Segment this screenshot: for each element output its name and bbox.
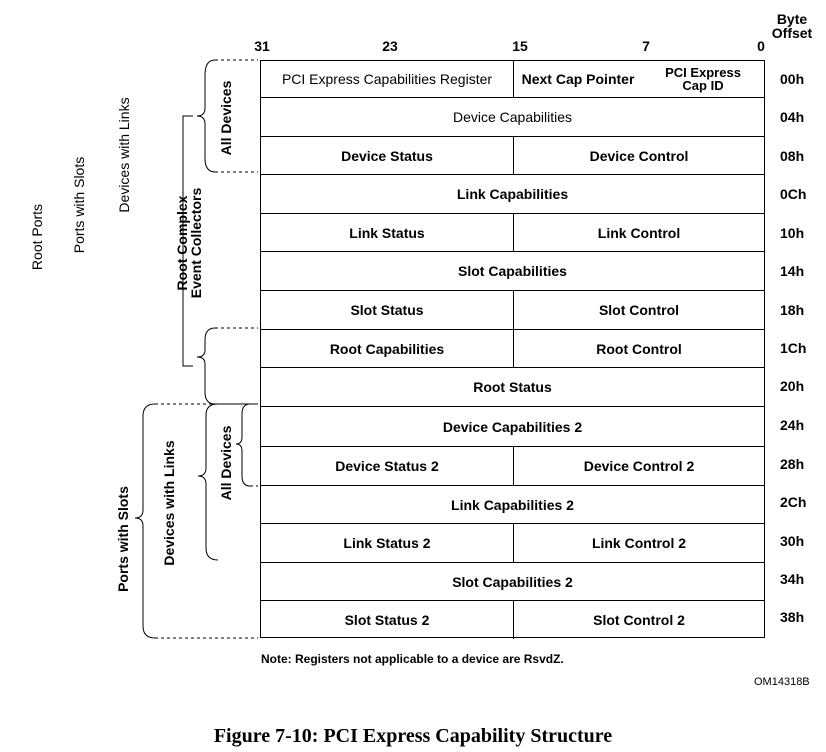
- table-row: Link Status Link Control: [261, 214, 764, 252]
- byte-offset-header: Byte Offset: [768, 12, 816, 40]
- bit-label-0: 0: [757, 38, 765, 54]
- offset-0Ch: 0Ch: [780, 186, 807, 202]
- root-ports-label: Root Ports: [29, 203, 45, 271]
- offset-34h: 34h: [780, 571, 805, 587]
- table-row: Root Capabilities Root Control: [261, 330, 764, 368]
- table-row: Slot Capabilities 2: [261, 563, 764, 601]
- pcie-capabilities-register-cell: PCI Express Capabilities Register: [281, 71, 493, 87]
- offset-30h: 30h: [780, 533, 805, 549]
- figure-id: OM14318B: [754, 676, 810, 688]
- slot-control-cell: Slot Control: [513, 291, 764, 329]
- link-capabilities-cell: Link Capabilities: [456, 186, 569, 202]
- device-capabilities-2-cell: Device Capabilities 2: [442, 418, 583, 435]
- table-row: Device Status 2 Device Control 2: [261, 447, 764, 486]
- brace-root-ports: [196, 327, 216, 405]
- offset-28h: 28h: [780, 456, 805, 472]
- offset-04h: 04h: [780, 109, 805, 125]
- link-control-cell: Link Control: [513, 214, 764, 251]
- link-status-2-cell: Link Status 2: [343, 535, 431, 551]
- offset-38h: 38h: [780, 609, 805, 625]
- root-complex-line-1: Root Complex: [174, 195, 190, 291]
- brace-all-devices-bottom: [235, 403, 251, 487]
- slot-status-cell: Slot Status: [350, 302, 424, 318]
- offset-18h: 18h: [780, 302, 805, 318]
- bracket-root-complex: [182, 115, 193, 367]
- table-row: Device Status Device Control: [261, 137, 764, 175]
- devices-with-links-bottom-label: Devices with Links: [161, 440, 177, 566]
- device-status-2-cell: Device Status 2: [335, 458, 439, 474]
- table-row: Root Status: [261, 368, 764, 407]
- ports-with-slots-bottom-label: Ports with Slots: [115, 486, 131, 592]
- root-capabilities-cell: Root Capabilities: [329, 340, 445, 357]
- device-control-cell: Device Control: [513, 137, 764, 174]
- slot-capabilities-cell: Slot Capabilities: [458, 263, 567, 279]
- root-control-cell: Root Control: [513, 330, 764, 367]
- table-row: Link Capabilities 2: [261, 486, 764, 524]
- register-table: PCI Express Capabilities Register Next C…: [260, 60, 765, 639]
- offset-2Ch: 2Ch: [780, 494, 807, 510]
- cap-id-cell: PCI Express Cap ID: [642, 61, 764, 97]
- table-row: PCI Express Capabilities Register Next C…: [261, 61, 764, 98]
- bit-label-15: 15: [512, 38, 528, 54]
- bit-label-23: 23: [382, 38, 398, 54]
- table-row: Slot Capabilities: [261, 252, 764, 291]
- figure-caption: Figure 7-10: PCI Express Capability Stru…: [213, 725, 613, 747]
- device-control-2-cell: Device Control 2: [513, 447, 764, 485]
- device-status-cell: Device Status: [341, 147, 433, 164]
- root-complex-label: Root Complex Event Collectors: [174, 183, 207, 303]
- link-control-2-cell: Link Control 2: [513, 524, 764, 562]
- all-devices-top-label: All Devices: [218, 80, 234, 156]
- slot-status-2-cell: Slot Status 2: [344, 612, 430, 628]
- slot-capabilities-2-cell: Slot Capabilities 2: [452, 573, 573, 590]
- table-row: Slot Status Slot Control: [261, 291, 764, 330]
- note-text: Note: Registers not applicable to a devi…: [261, 652, 564, 666]
- table-row: Device Capabilities: [261, 98, 764, 137]
- all-devices-bottom-label: All Devices: [218, 425, 234, 501]
- table-row: Device Capabilities 2: [261, 407, 764, 447]
- brace-all-devices-top: [196, 59, 216, 173]
- next-cap-pointer-cell: Next Cap Pointer: [513, 61, 642, 97]
- cap-id-line-1: PCI Express: [665, 65, 741, 80]
- table-row: Link Capabilities: [261, 175, 764, 214]
- bit-label-31: 31: [254, 38, 270, 54]
- table-row: Slot Status 2 Slot Control 2: [261, 601, 764, 639]
- offset-24h: 24h: [780, 417, 805, 433]
- root-complex-line-2: Event Collectors: [188, 187, 204, 299]
- devices-with-links-top-label: Devices with Links: [116, 97, 132, 213]
- link-status-cell: Link Status: [349, 224, 425, 241]
- byte-offset-line-1: Byte: [776, 11, 808, 27]
- table-row: Link Status 2 Link Control 2: [261, 524, 764, 563]
- slot-control-2-cell: Slot Control 2: [513, 601, 764, 639]
- link-capabilities-2-cell: Link Capabilities 2: [451, 496, 574, 513]
- offset-10h: 10h: [780, 225, 805, 241]
- offset-14h: 14h: [780, 263, 805, 279]
- brace-ports-with-slots-bottom: [134, 403, 156, 639]
- offset-08h: 08h: [780, 148, 805, 164]
- cap-id-line-2: Cap ID: [682, 78, 724, 93]
- ports-with-slots-top-label: Ports with Slots: [71, 156, 87, 254]
- offset-20h: 20h: [780, 378, 805, 394]
- brace-devices-with-links-bottom: [197, 403, 219, 561]
- device-capabilities-cell: Device Capabilities: [452, 109, 573, 125]
- byte-offset-line-2: Offset: [771, 25, 813, 41]
- root-status-cell: Root Status: [473, 379, 552, 395]
- bit-label-7: 7: [642, 38, 650, 54]
- offset-1Ch: 1Ch: [780, 340, 807, 356]
- offset-00h: 00h: [780, 71, 805, 87]
